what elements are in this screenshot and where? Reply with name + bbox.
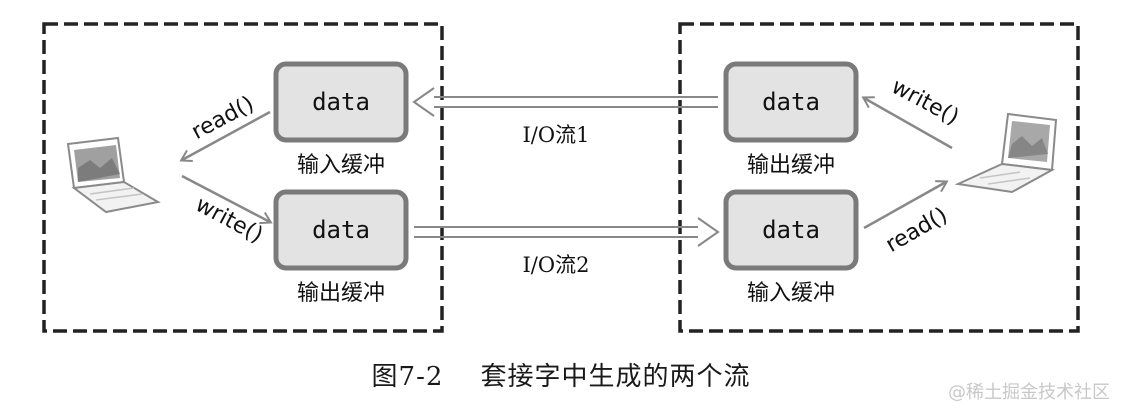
right-laptop-icon — [954, 112, 1058, 194]
watermark: @稀土掘金技术社区 — [948, 382, 1110, 403]
left-laptop-icon — [66, 136, 161, 214]
figure-caption: 图7-2 套接字中生成的两个流 — [371, 362, 751, 392]
right-host-frame — [678, 22, 1080, 333]
right-input-buffer-label: 输入缓冲 — [747, 281, 835, 306]
right-write-label: write() — [887, 74, 963, 130]
left-output-buffer-label: 输出缓冲 — [297, 281, 385, 306]
right-input-buffer-text: data — [762, 216, 820, 244]
right-output-buffer-text: data — [762, 88, 820, 116]
left-input-buffer: data — [273, 61, 409, 143]
right-output-buffer: data — [723, 61, 859, 143]
left-input-buffer-text: data — [312, 88, 370, 116]
left-output-buffer: data — [273, 189, 409, 271]
left-input-buffer-label: 输入缓冲 — [297, 153, 385, 178]
io-stream-2-label: I/O流2 — [523, 253, 590, 277]
left-host-frame — [42, 22, 444, 333]
right-output-buffer-label: 输出缓冲 — [747, 153, 835, 178]
right-write-arrow — [861, 96, 953, 150]
left-output-buffer-text: data — [312, 216, 370, 244]
io-stream-1-arrow — [412, 87, 718, 117]
io-stream-1-label: I/O流1 — [523, 123, 590, 147]
io-stream-2-arrow — [414, 217, 720, 247]
right-input-buffer: data — [723, 189, 859, 271]
left-write-arrow — [181, 174, 273, 225]
left-read-arrow — [179, 110, 271, 162]
right-read-arrow — [863, 180, 949, 230]
